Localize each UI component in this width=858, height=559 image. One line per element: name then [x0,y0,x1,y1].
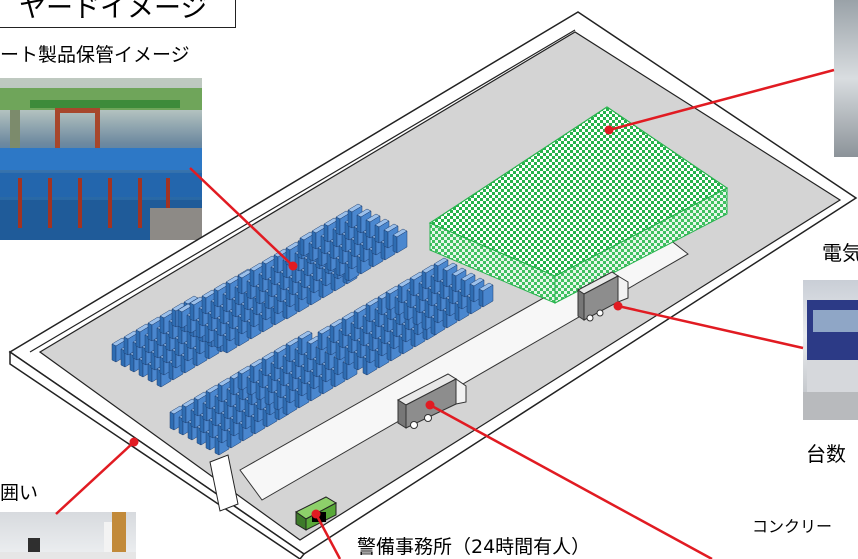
storage-photo-art [0,88,202,240]
electric-photo [834,0,858,157]
fence-photo [0,512,136,559]
electric-label: 電気 [822,241,858,265]
storage-photo [0,78,202,240]
title-box: ヤードイメージ [0,0,236,28]
count-label: 台数 [806,442,846,466]
truck-photo-art [803,300,858,420]
title-text: ヤードイメージ [19,0,208,24]
green-equipment-area [428,106,729,304]
concrete-label: コンクリー [752,517,833,536]
leader-lines [55,68,835,559]
storage-image-label: ート製品保管イメージ [0,44,190,66]
guard-office-label: 警備事務所（24時間有人） [357,536,591,558]
gate [209,454,239,512]
truck-small [577,271,629,322]
fence-photo-art [0,512,136,559]
fence-label: 囲い [0,482,39,504]
truck-photo [803,280,858,420]
road-lane [239,231,689,501]
leader-dots [129,125,623,519]
